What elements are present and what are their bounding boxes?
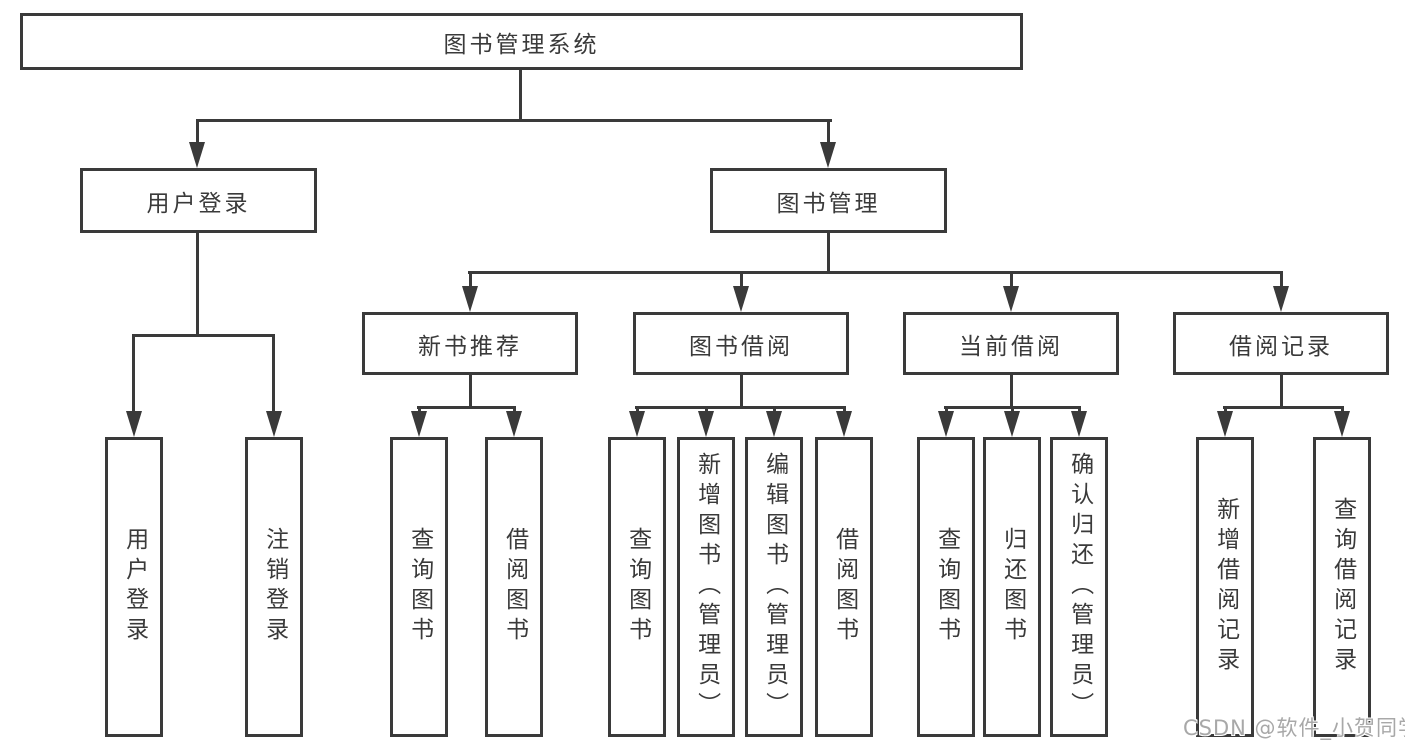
leaf-cb-confirm-return-admin-label: 确认归还（管理员） <box>1066 452 1093 722</box>
arrowhead-bb-edit-icon <box>766 411 782 437</box>
connector-br-drop-2 <box>1341 406 1344 414</box>
leaf-user-login-label: 用户登录 <box>121 527 148 647</box>
connector-drop-book-borrowing <box>740 271 743 289</box>
connector-current-borrowing-stem <box>1010 375 1013 409</box>
connector-borrowing-records-stem <box>1280 375 1283 409</box>
connector-user-login-drop-1 <box>132 334 135 413</box>
arrowhead-book-borrowing-icon <box>733 286 749 312</box>
leaf-nb-borrow-books-label: 借阅图书 <box>501 527 528 647</box>
arrowhead-cb-return-icon <box>1004 411 1020 437</box>
arrowhead-br-add-icon <box>1217 411 1233 437</box>
connector-drop-current-borrowing <box>1010 271 1013 289</box>
arrowhead-nb-borrow-icon <box>506 411 522 437</box>
node-book-management-label: 图书管理 <box>776 190 881 217</box>
connector-book-borrowing-branch <box>635 406 846 409</box>
watermark-text: CSDN @软件_小贺同学 <box>1183 716 1405 740</box>
arrowhead-bb-add-icon <box>698 411 714 437</box>
arrowhead-current-borrowing-icon <box>1003 286 1019 312</box>
leaf-cb-return-books-label: 归还图书 <box>999 527 1026 647</box>
node-root-label: 图书管理系统 <box>443 31 600 58</box>
connector-book-management-stem <box>827 233 830 274</box>
node-new-books: 新书推荐 <box>362 312 578 375</box>
leaf-bb-edit-books-admin-label: 编辑图书（管理员） <box>761 452 788 722</box>
connector-new-books-stem <box>469 375 472 409</box>
leaf-nb-query-books: 查询图书 <box>390 437 448 737</box>
node-current-borrowing-label: 当前借阅 <box>959 333 1063 360</box>
leaf-bb-borrow-books-label: 借阅图书 <box>831 527 858 647</box>
leaf-logout-label: 注销登录 <box>261 527 288 647</box>
arrowhead-nb-query-icon <box>411 411 427 437</box>
leaf-logout: 注销登录 <box>245 437 303 737</box>
connector-new-books-drop-1 <box>418 406 421 414</box>
leaf-bb-borrow-books: 借阅图书 <box>815 437 873 737</box>
node-root: 图书管理系统 <box>20 13 1023 70</box>
connector-cb-drop-2 <box>1011 406 1014 414</box>
connector-bb-drop-4 <box>843 406 846 414</box>
leaf-bb-add-books-admin: 新增图书（管理员） <box>677 437 735 737</box>
connector-new-books-drop-2 <box>513 406 516 414</box>
connector-bb-drop-1 <box>636 406 639 414</box>
connector-bb-drop-2 <box>705 406 708 414</box>
arrowhead-logout-leaf-icon <box>266 411 282 437</box>
node-book-borrowing: 图书借阅 <box>633 312 849 375</box>
connector-user-login-branch <box>132 334 275 337</box>
node-borrowing-records: 借阅记录 <box>1173 312 1389 375</box>
node-borrowing-records-label: 借阅记录 <box>1229 333 1333 360</box>
connector-bb-drop-3 <box>773 406 776 414</box>
leaf-cb-confirm-return-admin: 确认归还（管理员） <box>1050 437 1108 737</box>
connector-new-books-branch <box>417 406 516 409</box>
arrowhead-bb-query-icon <box>629 411 645 437</box>
connector-borrowing-records-branch <box>1223 406 1344 409</box>
leaf-bb-edit-books-admin: 编辑图书（管理员） <box>745 437 803 737</box>
connector-user-login-stem <box>196 233 199 336</box>
connector-root-stem <box>519 70 522 121</box>
leaf-cb-query-books-label: 查询图书 <box>933 527 960 647</box>
leaf-br-add-record-label: 新增借阅记录 <box>1212 497 1239 677</box>
arrowhead-cb-query-icon <box>938 411 954 437</box>
node-book-borrowing-label: 图书借阅 <box>689 333 793 360</box>
node-book-management: 图书管理 <box>710 168 947 233</box>
leaf-cb-query-books: 查询图书 <box>917 437 975 737</box>
arrowhead-bb-borrow-icon <box>836 411 852 437</box>
arrowhead-book-management-icon <box>820 142 836 168</box>
connector-user-login-drop-2 <box>272 334 275 413</box>
leaf-br-query-record: 查询借阅记录 <box>1313 437 1371 737</box>
leaf-br-add-record: 新增借阅记录 <box>1196 437 1254 737</box>
leaf-br-query-record-label: 查询借阅记录 <box>1329 497 1356 677</box>
arrowhead-user-login-icon <box>189 142 205 168</box>
arrowhead-cb-confirm-icon <box>1071 411 1087 437</box>
leaf-bb-add-books-admin-label: 新增图书（管理员） <box>693 452 720 722</box>
connector-cb-drop-3 <box>1078 406 1081 414</box>
leaf-user-login: 用户登录 <box>105 437 163 737</box>
node-current-borrowing: 当前借阅 <box>903 312 1119 375</box>
node-user-login: 用户登录 <box>80 168 317 233</box>
connector-drop-new-books <box>469 271 472 289</box>
leaf-bb-query-books-label: 查询图书 <box>624 527 651 647</box>
arrowhead-login-leaf-icon <box>126 411 142 437</box>
arrowhead-br-query-icon <box>1334 411 1350 437</box>
connector-drop-borrowing-records <box>1280 271 1283 289</box>
leaf-bb-query-books: 查询图书 <box>608 437 666 737</box>
connector-root-branch <box>196 119 832 122</box>
connector-book-borrowing-stem <box>740 375 743 409</box>
leaf-nb-borrow-books: 借阅图书 <box>485 437 543 737</box>
connector-br-drop-1 <box>1224 406 1227 414</box>
leaf-cb-return-books: 归还图书 <box>983 437 1041 737</box>
connector-root-drop-left <box>196 119 199 146</box>
arrowhead-new-books-icon <box>462 286 478 312</box>
node-user-login-label: 用户登录 <box>146 190 251 217</box>
connector-root-drop-right <box>827 119 830 146</box>
arrowhead-borrowing-records-icon <box>1273 286 1289 312</box>
leaf-nb-query-books-label: 查询图书 <box>406 527 433 647</box>
connector-book-management-branch <box>468 271 1283 274</box>
node-new-books-label: 新书推荐 <box>418 333 522 360</box>
connector-cb-drop-1 <box>945 406 948 414</box>
